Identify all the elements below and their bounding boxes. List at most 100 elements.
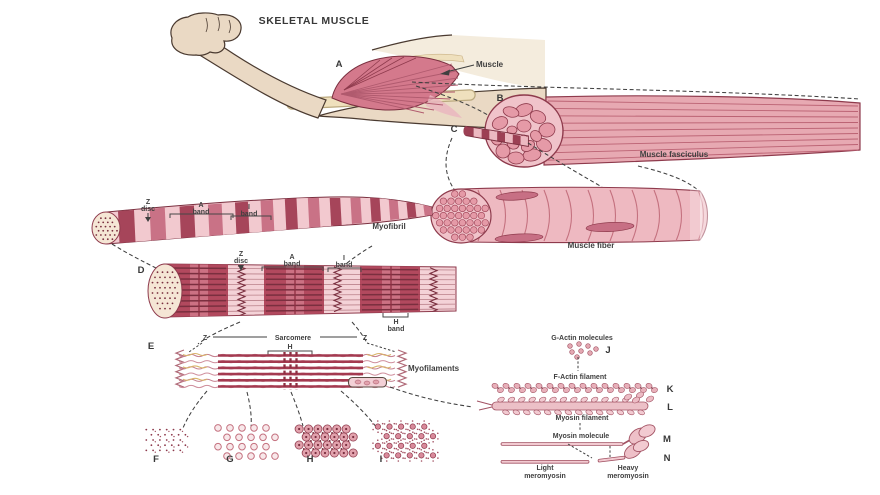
myosin-filament-body xyxy=(491,401,649,411)
light-meromyosin-rod xyxy=(500,459,590,464)
guide-dash-d-left xyxy=(111,243,157,269)
muscle-arrow-line xyxy=(445,64,475,73)
sarcomere-e-illustration: E Z Sarcomere Z H Myofilaments xyxy=(148,335,460,390)
letter-b: B xyxy=(497,93,504,104)
figure-title: SKELETAL MUSCLE xyxy=(259,15,370,27)
z-disc-arrow-head xyxy=(145,217,151,222)
muscle-fan-tip xyxy=(426,95,462,118)
guide-dash-fiber-right xyxy=(637,165,700,192)
zoom-box-detail xyxy=(363,380,371,386)
z-disc-arrow-head-d xyxy=(238,265,244,271)
d-face xyxy=(147,263,183,319)
i-band-label-d: I xyxy=(343,255,345,262)
guide-dash-g xyxy=(246,391,252,429)
fasciculus-fiber-lines xyxy=(547,100,859,161)
letter-a: A xyxy=(336,59,343,70)
z-disc-label: disc xyxy=(141,206,155,213)
guide-dash-e-right xyxy=(351,321,368,344)
i-band-label: I xyxy=(248,204,250,211)
d-band-pattern xyxy=(164,264,456,317)
z-pointer-right xyxy=(366,342,397,353)
z-pointer-left xyxy=(188,342,203,353)
a-band-bracket-d xyxy=(261,266,324,271)
cross-section-f-dots xyxy=(145,428,189,453)
a-band-label-d: A xyxy=(289,254,294,261)
muscle-striations xyxy=(340,56,459,114)
letter-h: H xyxy=(307,454,314,465)
forearm-skin xyxy=(197,39,327,119)
zoom-box-detail xyxy=(372,379,380,385)
myofibril-band-stripes xyxy=(118,198,432,244)
a-band-label-d: band xyxy=(284,261,301,268)
myofibril-strand-face xyxy=(91,211,121,245)
z-disc-label-d: Z xyxy=(239,251,244,258)
guide-dash-h xyxy=(290,391,304,427)
fasciculus-body xyxy=(543,95,861,166)
cross-section-i-lattice xyxy=(372,420,439,462)
muscle-fiber-label: Muscle fiber xyxy=(568,241,615,250)
fasciculus-face-fibers xyxy=(490,103,556,165)
fiber-nucleus xyxy=(495,191,539,201)
myosin-filament-label: Myosin filament xyxy=(556,415,610,422)
myosin-filament-tails xyxy=(476,400,493,411)
guide-dash-box-to-l xyxy=(389,386,474,408)
myosin-molecule xyxy=(500,424,656,446)
sarcomere-label: Sarcomere xyxy=(275,335,311,342)
h-band-label: H xyxy=(393,319,398,326)
myofibril-label: Myofibril xyxy=(372,222,405,231)
fiber-body xyxy=(460,186,709,244)
muscle-label: Muscle xyxy=(476,60,504,69)
muscle-fiber-illustration: Muscle fiber xyxy=(430,186,722,250)
fiber-fade xyxy=(700,188,712,244)
muscle-arrow-head xyxy=(440,69,450,76)
z-disc-label-d: disc xyxy=(234,258,248,265)
h-band-bracket xyxy=(382,313,409,318)
myosin-molecule-label: Myosin molecule xyxy=(553,433,610,440)
h-zone-label: H xyxy=(287,344,292,351)
molecular-column: G-Actin molecules J F-Actin filament K L… xyxy=(476,335,674,480)
guide-dash-e-left xyxy=(197,321,241,345)
d-face-dots xyxy=(151,271,179,310)
letter-i: I xyxy=(380,454,383,465)
heavy-meromyosin-label: Heavy xyxy=(618,465,639,472)
zoom-box-detail xyxy=(354,379,362,385)
i-band-label: band xyxy=(241,211,258,218)
i-band-bracket xyxy=(230,215,272,220)
f-actin-label: F-Actin filament xyxy=(554,374,608,381)
i-band-bracket-d xyxy=(327,267,362,272)
shoulder-outline xyxy=(371,34,453,51)
heavy-meromyosin-label: meromyosin xyxy=(607,473,649,480)
z-disc-label: Z xyxy=(146,199,151,206)
g-actin-label: G-Actin molecules xyxy=(551,335,613,342)
letter-n: N xyxy=(664,453,671,464)
guide-dash-top xyxy=(411,81,861,100)
myosin-head-lobe xyxy=(638,424,656,438)
c-strand-bands xyxy=(466,126,529,147)
arm-illustration xyxy=(170,12,547,131)
light-meromyosin-label: meromyosin xyxy=(524,473,566,480)
muscle-fasciculus-label: Muscle fasciculus xyxy=(640,150,709,159)
letter-d: D xyxy=(138,265,145,276)
letter-j: J xyxy=(605,345,610,356)
letter-e: E xyxy=(148,341,154,352)
myofibril-d-illustration: D Z disc A band I band H band xyxy=(138,251,457,333)
letter-c: C xyxy=(451,124,458,135)
f-actin-filament xyxy=(491,383,658,393)
guide-dash-d-right xyxy=(345,245,373,265)
letter-g: G xyxy=(226,454,233,465)
myofilaments-label: Myofilaments xyxy=(408,364,460,373)
cross-sections: F G H I xyxy=(145,420,439,465)
letter-k: K xyxy=(667,384,674,395)
light-meromyosin-label: Light xyxy=(536,465,554,472)
knuckle-lines xyxy=(205,16,231,34)
letter-l: L xyxy=(667,402,673,413)
cross-section-h-dense xyxy=(294,424,358,458)
heavy-meromyosin-rod xyxy=(597,455,626,463)
guide-dash-c-left xyxy=(445,137,457,193)
guide-dash-f xyxy=(182,390,208,429)
myosin-molecule-tail xyxy=(500,442,624,446)
letter-m: M xyxy=(663,434,671,445)
muscle-fasciculus-illustration: B Muscle fasciculus xyxy=(484,93,861,168)
